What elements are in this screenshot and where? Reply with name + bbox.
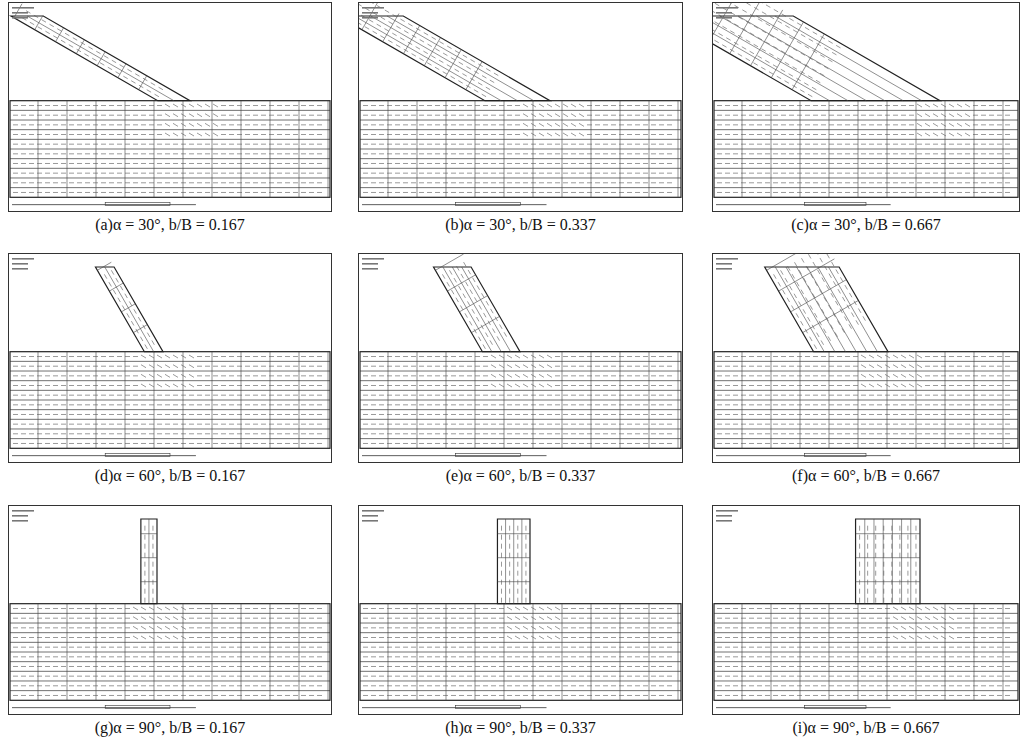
branch-channel: [95, 262, 163, 351]
vector-panel: [9, 3, 332, 212]
vector-panel: [713, 506, 1020, 715]
main-channel: [360, 604, 681, 701]
vector-panel: [338, 0, 682, 212]
panel-frame: [9, 506, 332, 715]
branch-channel: [434, 254, 520, 352]
branch-channel: [856, 519, 920, 604]
vector-panel: [713, 238, 1020, 462]
panel-caption: (d)α = 60°, b/B = 0.167: [92, 467, 249, 485]
main-channel: [360, 352, 681, 449]
legend-marks: [362, 7, 384, 19]
vector-panel: [359, 254, 683, 463]
vector-panel: [359, 506, 683, 715]
vector-panel: [9, 506, 332, 715]
main-channel: [714, 101, 1018, 198]
branch-channel: [497, 519, 530, 604]
legend-marks: [12, 7, 34, 19]
branch-channel: [712, 2, 940, 101]
scale-bar: [362, 707, 547, 708]
panel-frame: [713, 254, 1020, 463]
legend-marks: [716, 510, 738, 522]
scale-bar: [716, 455, 891, 456]
panel-caption: (f)α = 60°, b/B = 0.667: [789, 467, 943, 485]
branch-channel: [765, 253, 888, 352]
panel-caption: (a)α = 30°, b/B = 0.167: [92, 216, 248, 234]
panel-frame: [9, 3, 332, 212]
vector-panel: [9, 254, 332, 463]
main-channel: [360, 101, 681, 198]
panel-frame: [9, 254, 332, 463]
scale-bar: [12, 707, 196, 708]
panel-caption: (c)α = 30°, b/B = 0.667: [788, 216, 944, 234]
legend-marks: [716, 258, 738, 270]
panel-caption: (g)α = 90°, b/B = 0.167: [92, 719, 249, 737]
scale-bar: [716, 204, 891, 205]
panel-caption: (h)α = 90°, b/B = 0.337: [442, 719, 599, 737]
scale-bar: [362, 204, 547, 205]
main-channel: [10, 101, 330, 198]
panel-frame: [359, 3, 683, 212]
legend-marks: [12, 258, 34, 270]
panel-caption: (i)α = 90°, b/B = 0.667: [789, 719, 942, 737]
scale-bar: [362, 455, 547, 456]
legend-marks: [716, 7, 738, 19]
scale-bar: [12, 455, 196, 456]
legend-marks: [362, 510, 384, 522]
main-channel: [714, 352, 1018, 449]
legend-marks: [12, 510, 34, 522]
main-channel: [10, 352, 330, 449]
scale-bar: [12, 204, 196, 205]
panel-caption: (b)α = 30°, b/B = 0.337: [442, 216, 599, 234]
panel-frame: [359, 506, 683, 715]
branch-channel: [141, 519, 157, 604]
vector-panel: [664, 0, 1019, 211]
branch-channel: [11, 4, 190, 101]
panel-frame: [713, 3, 1020, 212]
panel-frame: [713, 506, 1020, 715]
branch-channel: [358, 2, 550, 101]
main-channel: [714, 604, 1018, 701]
panel-frame: [359, 254, 683, 463]
legend-marks: [362, 258, 384, 270]
scale-bar: [716, 707, 891, 708]
main-channel: [10, 604, 330, 701]
panel-caption: (e)α = 60°, b/B = 0.337: [443, 467, 599, 485]
